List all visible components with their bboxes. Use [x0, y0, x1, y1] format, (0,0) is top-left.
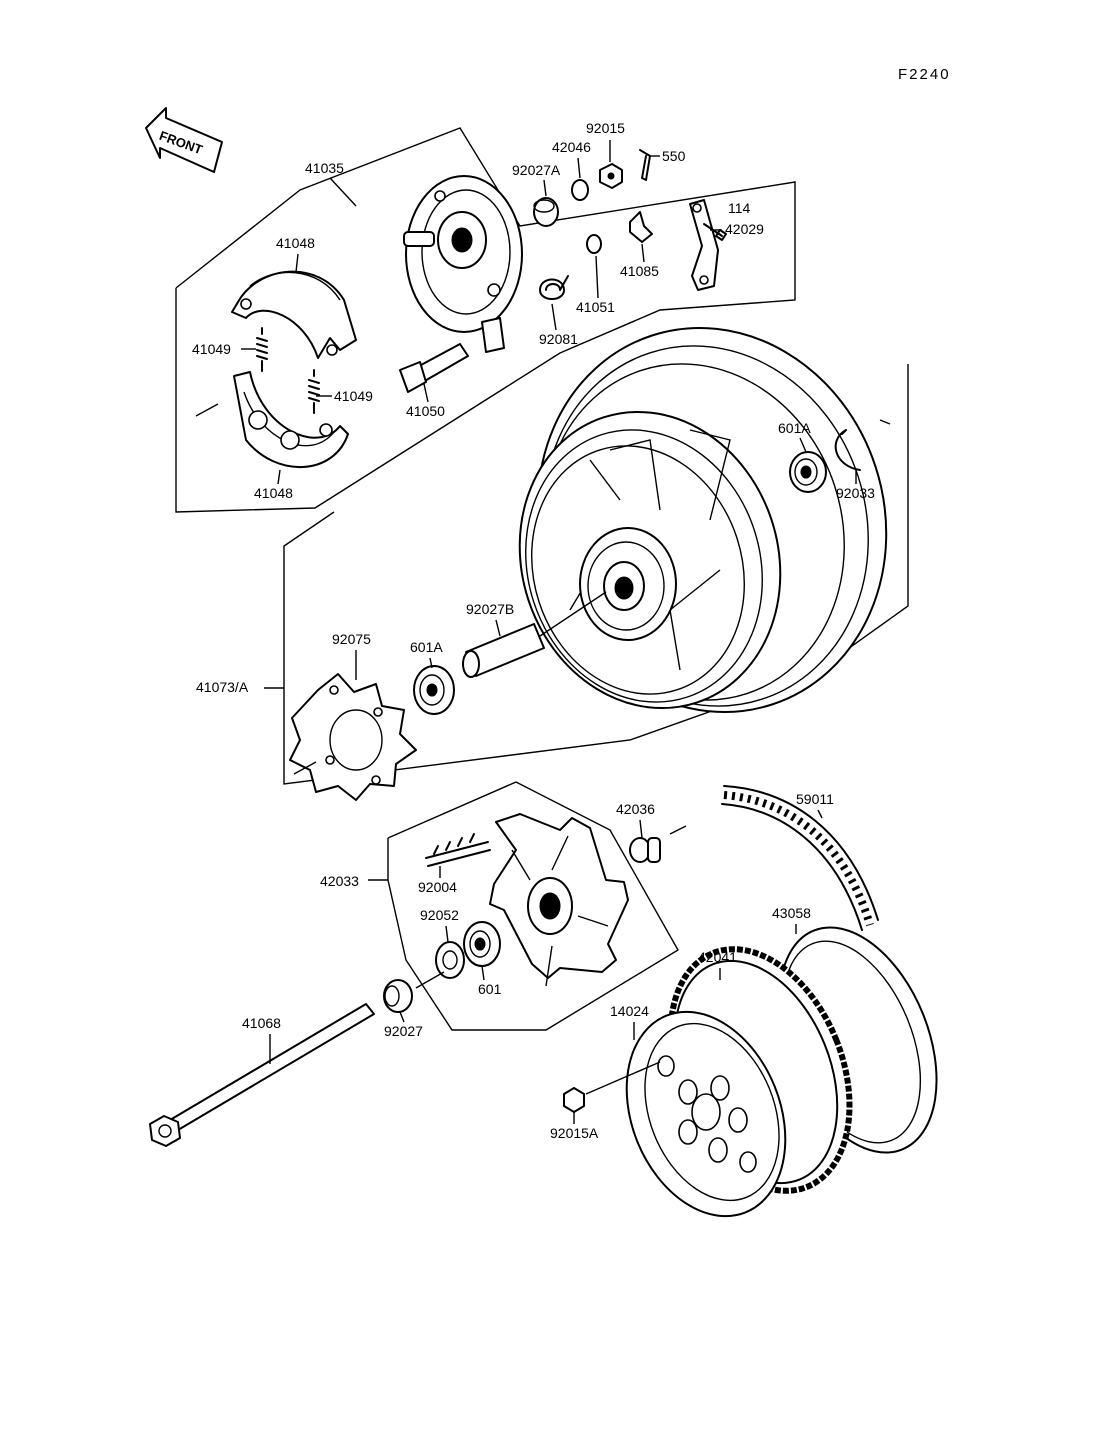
return-spring-right: [308, 369, 320, 414]
spring-92081: [539, 275, 569, 300]
sprocket-hub-42033: [489, 813, 629, 987]
brake-shoe-top: [231, 270, 357, 359]
label-41048-top: 41048: [276, 235, 315, 251]
label-14024: 14024: [610, 1003, 649, 1019]
hub-group-outline: [387, 781, 679, 1031]
brake-lever-42029: [689, 199, 719, 291]
label-41035: 41035: [305, 160, 344, 176]
label-92004: 92004: [418, 879, 457, 895]
sprocket-flange-14024: [625, 1010, 787, 1218]
brake-shoe-bottom: [233, 371, 349, 469]
label-92081: 92081: [539, 331, 578, 347]
label-41050: 41050: [406, 403, 445, 419]
label-59011: 59011: [796, 791, 834, 807]
label-43058: 43058: [772, 905, 811, 921]
distance-collar-92027B: [462, 623, 545, 678]
label-41049-right: 41049: [334, 388, 373, 404]
label-92075: 92075: [332, 631, 371, 647]
label-92015A: 92015A: [550, 1125, 599, 1141]
label-42029: 42029: [725, 221, 764, 237]
label-41051: 41051: [576, 299, 615, 315]
nut-92015A: [563, 1087, 585, 1113]
label-42033: 42033: [320, 873, 359, 889]
stud-92004: [425, 833, 491, 867]
bearing-601: [463, 921, 501, 967]
collar-92027: [383, 979, 413, 1013]
bearing-601A-right: [789, 451, 827, 493]
label-92052: 92052: [420, 907, 459, 923]
bearing-601A-left: [413, 665, 455, 715]
drive-belt-59011: [721, 785, 879, 931]
wheel-damper-92075: [289, 673, 417, 801]
rear-axle: [149, 1003, 375, 1147]
label-41048-bottom: 41048: [254, 485, 293, 501]
figure-code: F2240: [898, 66, 951, 83]
label-42036: 42036: [616, 801, 655, 817]
washer-42046: [571, 179, 589, 201]
return-spring-left: [256, 327, 268, 372]
front-arrow-icon: FRONT: [145, 107, 223, 173]
circlip-92033: [834, 429, 861, 471]
cotter-pin-550: [639, 149, 651, 181]
label-42041: 42041: [698, 949, 737, 965]
rear-wheel: [518, 326, 888, 714]
nut-92015: [599, 163, 623, 189]
wheel-group-outline: [283, 364, 909, 785]
cap-42036: [629, 837, 661, 863]
label-601A-right: 601A: [778, 420, 811, 436]
label-114: 114: [728, 200, 751, 216]
label-41068: 41068: [242, 1015, 281, 1031]
part-labels: 41035 41048 41049 41049 41050 41048 9202…: [192, 120, 875, 1141]
label-92027A: 92027A: [512, 162, 561, 178]
label-550: 550: [662, 148, 686, 164]
label-92033: 92033: [836, 485, 875, 501]
label-41073A: 41073/A: [196, 679, 249, 695]
brake-panel: [403, 175, 523, 353]
indicator-41085: [629, 211, 653, 243]
washer-41051: [586, 234, 602, 254]
brake-camshaft: [399, 343, 469, 393]
label-42046: 42046: [552, 139, 591, 155]
brake-group-outline: [175, 127, 796, 513]
label-92027: 92027: [384, 1023, 423, 1039]
collar-92027A: [533, 197, 559, 227]
label-601: 601: [478, 981, 502, 997]
oil-seal-92052: [435, 941, 465, 979]
label-92027B: 92027B: [466, 601, 514, 617]
label-41049-left: 41049: [192, 341, 231, 357]
label-601A-left: 601A: [410, 639, 443, 655]
label-92015: 92015: [586, 120, 625, 136]
label-41085: 41085: [620, 263, 659, 279]
